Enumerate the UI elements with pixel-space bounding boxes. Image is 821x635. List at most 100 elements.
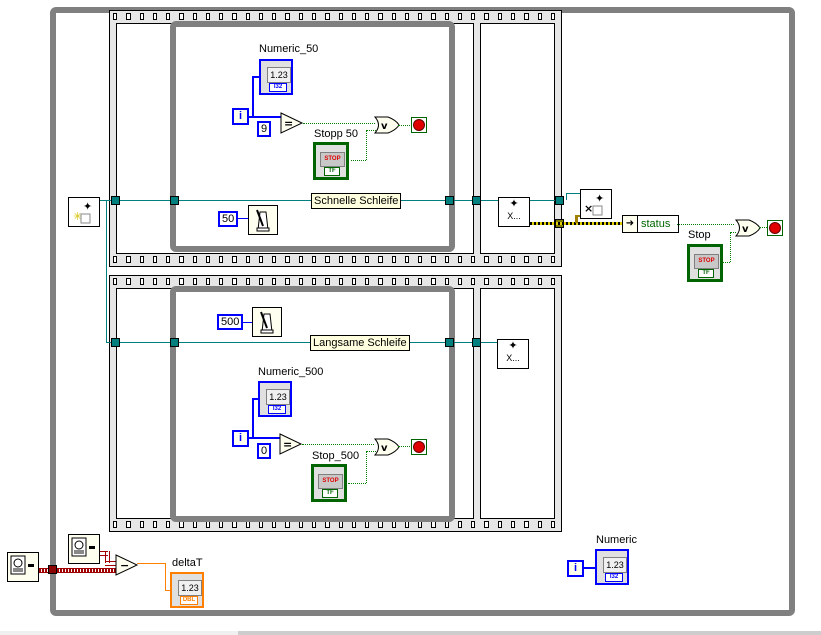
wait-symbol: X...	[507, 211, 521, 221]
svg-text:×: ×	[584, 202, 593, 215]
subtract-node[interactable]: −	[115, 554, 139, 576]
merge-arrows-icon: ✦	[508, 340, 518, 352]
notifier-wire-bottom	[106, 342, 498, 343]
status-wire	[677, 224, 734, 225]
stopp-50-label: Stopp 50	[314, 128, 359, 140]
timestamp-tunnel	[48, 565, 57, 574]
main-loop-condition-terminal[interactable]	[767, 220, 783, 236]
timestamp-wire-inner2	[105, 551, 110, 563]
stop-50-wire-up	[366, 130, 367, 160]
obtain-notifier-node[interactable]: ✦✳	[68, 197, 100, 227]
bool-wire	[303, 123, 375, 124]
timestamp-wire	[39, 568, 117, 573]
stop-wire	[398, 125, 410, 126]
equal-node[interactable]: =	[280, 112, 304, 134]
svg-text:✦: ✦	[83, 200, 92, 213]
iteration-wire-up	[252, 76, 254, 117]
error-wire-branch	[575, 215, 578, 223]
main-stop-wire4	[730, 232, 736, 233]
stop-500-label: Stop_500	[312, 450, 360, 462]
wait-on-notification-top[interactable]: ✦ X...	[498, 197, 530, 227]
double-wire-down	[165, 563, 166, 591]
tunnel	[111, 338, 120, 347]
svg-text:✳: ✳	[73, 210, 82, 223]
status-label: status	[641, 218, 671, 230]
tick-count-inner[interactable]	[68, 534, 100, 564]
stop-wire	[398, 446, 410, 447]
deltat-indicator[interactable]: 1.23 DBL	[170, 572, 204, 608]
stop-500-button[interactable]: STOP TF	[311, 464, 347, 502]
status-unbundle-node[interactable]: ➜ status	[622, 215, 679, 233]
compare-constant-9[interactable]: 9	[257, 121, 272, 137]
timestamp-wire-inner3	[105, 561, 117, 566]
equal-symbol: =	[284, 117, 293, 130]
main-stop-wire2	[723, 262, 730, 263]
notifier-wire-release	[530, 200, 560, 201]
main-stop-button[interactable]: STOP TF	[687, 244, 723, 282]
film-holes	[110, 13, 561, 21]
or-gate-main[interactable]: v	[735, 219, 761, 237]
svg-text:v: v	[742, 224, 749, 235]
tunnel	[555, 196, 564, 205]
svg-text:✦: ✦	[595, 192, 604, 205]
bottom-sequence-frame-2[interactable]	[480, 288, 555, 519]
iteration-terminal: i	[232, 430, 249, 447]
iteration-wire	[249, 437, 281, 439]
tunnel	[111, 196, 120, 205]
loop-condition-terminal[interactable]	[411, 117, 427, 133]
slow-while-loop[interactable]	[170, 286, 455, 522]
wait-constant-50[interactable]: 50	[218, 211, 239, 227]
numeric-500-indicator[interactable]: 1.23 I32	[258, 381, 292, 417]
tick-count-outer[interactable]	[7, 552, 39, 582]
metronome-icon	[256, 209, 270, 232]
svg-text:v: v	[381, 121, 388, 132]
film-holes	[110, 521, 561, 529]
release-notifier-node[interactable]: ✦×	[580, 189, 612, 219]
outer-iteration-wire	[584, 567, 596, 569]
wait-ms-node[interactable]	[252, 307, 282, 337]
numeric-indicator[interactable]: 1.23 I32	[595, 549, 629, 585]
numeric-50-label: Numeric_50	[259, 43, 319, 55]
film-holes	[110, 278, 561, 286]
or-gate-node[interactable]: v	[374, 438, 400, 456]
merge-arrows-icon: ✦	[509, 198, 519, 210]
wait-wire	[242, 322, 252, 323]
compare-constant-0[interactable]: 0	[257, 443, 272, 459]
fast-while-loop[interactable]	[170, 21, 455, 252]
equal-node[interactable]: =	[279, 433, 303, 455]
wait-ms-node[interactable]	[248, 205, 278, 235]
notifier-wire-release3	[566, 193, 580, 194]
clock-icon	[10, 555, 34, 575]
fast-loop-label: Schnelle Schleife	[311, 193, 402, 209]
slow-loop-label: Langsame Schleife	[310, 335, 410, 351]
svg-text:=: =	[283, 438, 292, 451]
horizontal-scrollbar-thumb[interactable]	[238, 631, 821, 635]
wait-on-notification-bottom[interactable]: ✦ X...	[497, 339, 529, 369]
tunnel	[170, 338, 179, 347]
stop-50-wire-in	[366, 130, 376, 131]
iteration-wire-ind	[252, 398, 260, 400]
double-wire	[137, 563, 165, 564]
tunnel	[445, 196, 454, 205]
tunnel	[445, 338, 454, 347]
wait-wire	[238, 218, 248, 219]
tunnel	[472, 338, 481, 347]
release-notifier-icon: ✦×	[584, 192, 604, 216]
main-stop-wire	[759, 227, 767, 228]
stop-50-wire	[351, 160, 366, 161]
wait-constant-500[interactable]: 500	[217, 314, 244, 330]
obtain-notifier-icon: ✦✳	[73, 200, 92, 224]
stopp-50-button[interactable]: STOP TF	[313, 142, 349, 180]
numeric-50-indicator[interactable]: 1.23 I32	[259, 59, 293, 95]
main-stop-label: Stop	[688, 229, 711, 241]
or-gate-node[interactable]: v	[374, 116, 400, 134]
notifier-wire-branch	[106, 200, 107, 343]
iteration-wire-up	[252, 398, 254, 438]
notifier-wire-release2	[566, 193, 567, 200]
timestamp-wire-inner	[100, 551, 108, 556]
tunnel	[472, 196, 481, 205]
loop-condition-terminal[interactable]	[411, 439, 427, 455]
svg-text:v: v	[381, 443, 388, 454]
numeric-500-label: Numeric_500	[258, 366, 324, 378]
wait-symbol: X...	[506, 353, 520, 363]
